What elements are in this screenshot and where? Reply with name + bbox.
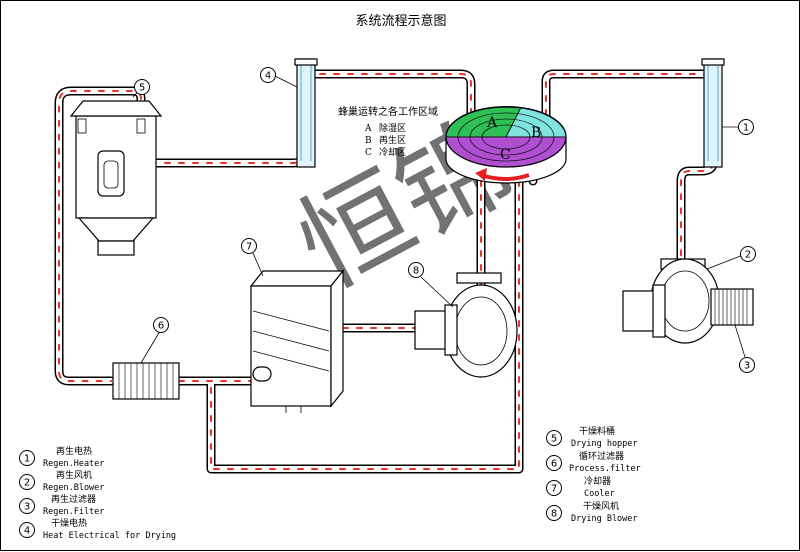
zone-a-letter: A — [364, 124, 372, 134]
zone-legend-heading: 蜂巢运转之各工作区域 — [338, 105, 438, 118]
legend-4-zh: 干燥电热 — [51, 517, 87, 529]
legend-left: 1 再生电热 Regen.Heater 2 再生风机 Regen.Blower … — [19, 445, 176, 541]
legend-7-en: Cooler — [584, 489, 615, 499]
legend-3-zh: 再生过滤器 — [51, 493, 96, 505]
callout-7-circle — [241, 238, 257, 254]
honeycomb-rotor: A B C — [445, 106, 567, 184]
legend-right: 5 干燥料桶 Drying hopper 6 循环过滤器 Process.fil… — [546, 425, 641, 524]
legend-6-num: 6 — [551, 459, 557, 470]
regen-heater — [701, 58, 725, 168]
zone-b-letter: B — [365, 136, 372, 146]
legend-5-en: Drying hopper — [571, 439, 638, 449]
legend-5-num: 5 — [551, 434, 557, 445]
legend-8-en: Drying Blower — [571, 514, 638, 524]
zone-a-label: A — [486, 115, 498, 131]
drying-heater — [294, 58, 318, 168]
legend-5-zh: 干燥料桶 — [579, 425, 615, 437]
legend-1-zh: 再生电热 — [56, 445, 92, 457]
callout-4-circle — [260, 67, 276, 83]
legend-7-num: 7 — [551, 484, 557, 495]
callout-8: 8 — [413, 266, 419, 277]
legend-2-num: 2 — [24, 478, 30, 489]
callout-2-circle — [740, 246, 756, 262]
cooler — [249, 269, 345, 413]
legend-1-en: Regen.Heater — [43, 459, 104, 469]
callout-3-circle — [739, 357, 755, 373]
callout-6: 6 — [158, 321, 164, 332]
zone-c-letter: C — [365, 148, 372, 158]
process-filter — [112, 362, 180, 400]
legend-1-num: 1 — [24, 454, 30, 465]
rotation-arrow-icon — [475, 168, 487, 181]
legend-8-num: 8 — [551, 509, 557, 520]
legend-7-zh: 冷却器 — [584, 475, 611, 487]
callout-1-circle — [738, 119, 754, 135]
callouts: 5 4 1 2 3 7 6 8 — [132, 67, 756, 373]
regen-blower — [622, 258, 754, 344]
diagram-title: 系统流程示意图 — [355, 13, 446, 29]
callout-5-circle — [134, 79, 150, 95]
zone-b-label: B — [531, 125, 541, 141]
legend-3-en: Regen.Filter — [43, 507, 104, 517]
legend-6-zh: 循环过滤器 — [579, 450, 624, 462]
zone-c-label: C — [500, 147, 511, 163]
legend-8-zh: 干燥风机 — [583, 500, 619, 512]
callout-8-circle — [408, 262, 424, 278]
zone-legend: 蜂巢运转之各工作区域 A 除湿区 B 再生区 C 冷却区 — [338, 105, 438, 158]
legend-2-zh: 再生风机 — [56, 469, 92, 481]
drying-hopper — [69, 100, 163, 256]
callout-6-circle — [153, 317, 169, 333]
callout-1: 1 — [743, 123, 749, 134]
callout-3: 3 — [744, 361, 750, 372]
drying-blower — [414, 272, 518, 378]
callout-7: 7 — [246, 242, 252, 253]
legend-3-num: 3 — [24, 502, 30, 513]
zone-a-name: 除湿区 — [379, 122, 406, 134]
callout-5: 5 — [139, 83, 145, 94]
legend-2-en: Regen.Blower — [43, 483, 104, 493]
legend-6-en: Process.filter — [569, 464, 641, 474]
legend-4-num: 4 — [24, 526, 30, 537]
legend-4-en: Heat Electrical for Drying — [43, 531, 176, 541]
zone-b-name: 再生区 — [379, 134, 406, 146]
zone-c-name: 冷却区 — [379, 146, 406, 158]
callout-2: 2 — [745, 250, 751, 261]
callout-4: 4 — [265, 71, 271, 82]
